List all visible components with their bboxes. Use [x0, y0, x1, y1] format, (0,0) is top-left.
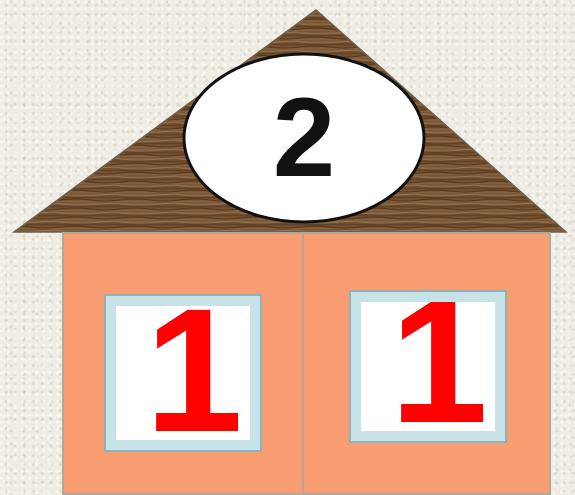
roof-number: 2 — [183, 52, 425, 224]
window-pane: 1 — [116, 306, 250, 440]
window-left: 1 — [104, 294, 262, 452]
house-body: 1 1 — [62, 232, 551, 495]
window-pane: 1 — [361, 302, 495, 431]
window-right: 1 — [349, 290, 507, 443]
window-number-right: 1 — [361, 302, 495, 431]
room-right: 1 — [302, 232, 551, 495]
window-number-left: 1 — [116, 306, 250, 440]
room-left: 1 — [62, 232, 304, 495]
